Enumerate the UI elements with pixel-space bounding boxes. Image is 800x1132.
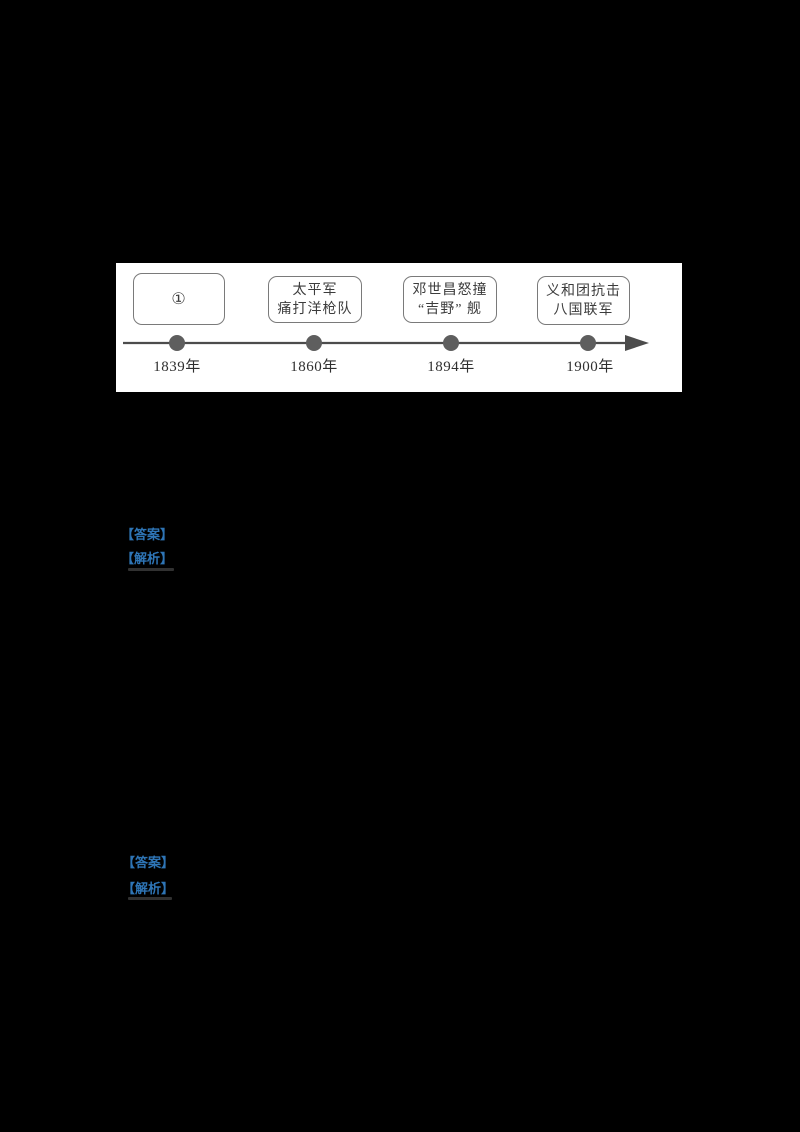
year-label-1900: 1900年: [566, 359, 614, 375]
event-box-1839: ①: [133, 273, 225, 325]
event-box-label-line1: 邓世昌怒撞: [412, 282, 488, 298]
event-box-label: ①: [171, 290, 187, 308]
answer-section-label-2: 【答案】: [122, 855, 175, 870]
event-box-label-line2: “吉野” 舰: [418, 301, 482, 317]
timeline-axis: [123, 335, 649, 351]
event-box-label-line1: 义和团抗击: [546, 283, 621, 299]
timeline-arrowhead-icon: [625, 335, 649, 351]
faint-text-artifact: [128, 568, 174, 571]
timeline-dot-1900: [580, 335, 596, 351]
answer-section-label-1: 【答案】: [121, 527, 174, 542]
faint-text-artifact: [128, 897, 172, 900]
year-label-1860: 1860年: [290, 359, 338, 375]
event-box-1900: 义和团抗击 八国联军: [537, 276, 630, 325]
event-box-label-line2: 八国联军: [553, 302, 614, 318]
event-box-1894: 邓世昌怒撞 “吉野” 舰: [403, 276, 497, 323]
analysis-section-label-1: 【解析】: [121, 551, 174, 566]
event-box-label-line2: 痛打洋枪队: [277, 301, 353, 317]
timeline-dot-1839: [169, 335, 185, 351]
event-box-1860: 太平军 痛打洋枪队: [268, 276, 362, 323]
year-label-1839: 1839年: [153, 359, 201, 375]
timeline-dot-1860: [306, 335, 322, 351]
year-label-1894: 1894年: [427, 359, 475, 375]
timeline-figure: ① 太平军 痛打洋枪队 邓世昌怒撞 “吉野” 舰 义和团抗击 八国联军 1839…: [116, 263, 682, 392]
timeline-dot-1894: [443, 335, 459, 351]
event-box-label-line1: 太平军: [292, 282, 338, 298]
analysis-section-label-2: 【解析】: [122, 881, 175, 896]
